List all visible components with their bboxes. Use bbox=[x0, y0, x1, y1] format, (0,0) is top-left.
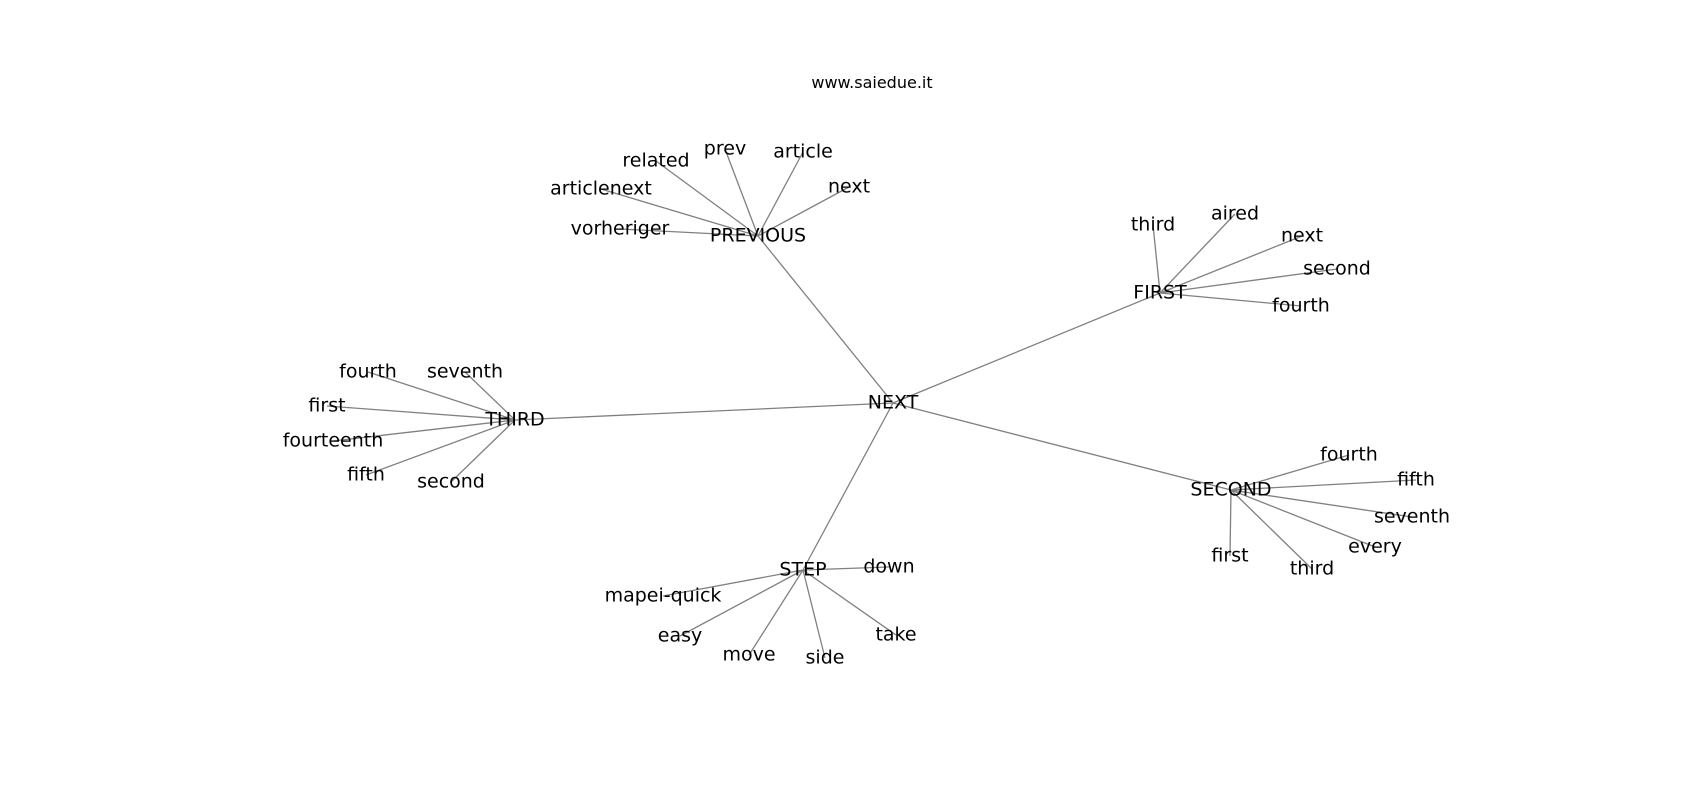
edge-previous-leaf bbox=[724, 148, 759, 237]
leaf-node-label: easy bbox=[658, 625, 702, 647]
edge-second-leaf bbox=[1229, 489, 1232, 557]
edge-third-leaf bbox=[450, 419, 516, 483]
leaf-node-label: next bbox=[828, 176, 870, 198]
edge-third-leaf bbox=[332, 419, 516, 442]
leaf-node-label: prev bbox=[704, 138, 746, 160]
edge-third-leaf bbox=[365, 419, 516, 476]
hub-node-label-step: STEP bbox=[779, 559, 826, 581]
edge-layer bbox=[326, 148, 1417, 659]
edge-third-leaf bbox=[367, 371, 516, 421]
leaf-node-label: article bbox=[773, 141, 833, 163]
edge-next-first bbox=[892, 292, 1161, 404]
edge-second-leaf bbox=[1230, 454, 1350, 491]
leaf-node-label: fifth bbox=[347, 464, 385, 486]
edge-second-leaf bbox=[1230, 479, 1417, 491]
hub-node-label-third: THIRD bbox=[484, 409, 544, 431]
edge-second-leaf bbox=[1230, 489, 1413, 518]
edge-previous-leaf bbox=[600, 188, 759, 237]
leaf-node-label: first bbox=[1211, 545, 1248, 567]
edge-next-previous bbox=[757, 235, 894, 404]
leaf-node-label: fourth bbox=[1320, 444, 1378, 466]
edge-step-leaf bbox=[802, 569, 897, 636]
leaf-node-label: fourth bbox=[1272, 295, 1330, 317]
leaf-node-label: next bbox=[1281, 225, 1323, 247]
leaf-node-label: fourth bbox=[339, 361, 397, 383]
edge-third-leaf bbox=[326, 405, 516, 421]
edge-next-second bbox=[892, 402, 1232, 491]
edge-previous-leaf bbox=[655, 160, 759, 237]
center-node-label: NEXT bbox=[868, 392, 919, 414]
leaf-node-label: aired bbox=[1211, 203, 1259, 225]
edge-first-leaf bbox=[1152, 224, 1161, 294]
edge-next-step bbox=[802, 402, 894, 571]
edge-previous-leaf bbox=[619, 228, 759, 237]
edge-second-leaf bbox=[1230, 489, 1313, 570]
hub-node-label-first: FIRST bbox=[1133, 282, 1187, 304]
leaf-node-label: second bbox=[417, 471, 485, 493]
edge-step-leaf bbox=[802, 569, 826, 659]
leaf-node-label: fifth bbox=[1397, 469, 1435, 491]
leaf-node-label: first bbox=[308, 395, 345, 417]
edge-third-leaf bbox=[464, 371, 516, 421]
edge-first-leaf bbox=[1159, 213, 1236, 294]
edge-first-leaf bbox=[1159, 268, 1338, 294]
leaf-node-label: fourteenth bbox=[283, 430, 384, 452]
leaf-node-label: seventh bbox=[1374, 506, 1450, 528]
leaf-node-label: related bbox=[622, 150, 689, 172]
edge-second-leaf bbox=[1230, 489, 1376, 548]
hub-node-label-second: SECOND bbox=[1190, 479, 1271, 501]
leaf-node-label: second bbox=[1303, 258, 1371, 280]
leaf-node-label: seventh bbox=[427, 361, 503, 383]
leaf-node-label: third bbox=[1290, 558, 1334, 580]
edge-step-leaf bbox=[662, 569, 804, 597]
edge-first-leaf bbox=[1159, 292, 1302, 307]
leaf-node-label: take bbox=[875, 624, 916, 646]
leaf-node-label: side bbox=[806, 647, 845, 669]
hub-node-label-previous: PREVIOUS bbox=[710, 225, 806, 247]
leaf-node-label: move bbox=[722, 644, 775, 666]
leaf-node-label: vorheriger bbox=[571, 218, 670, 240]
edge-previous-leaf bbox=[757, 151, 804, 237]
diagram-title: www.saiedue.it bbox=[811, 73, 932, 92]
leaf-node-label: mapei-quick bbox=[605, 585, 722, 607]
edge-previous-leaf bbox=[757, 186, 850, 237]
edge-first-leaf bbox=[1159, 235, 1303, 294]
leaf-node-label: third bbox=[1131, 214, 1175, 236]
edge-next-third bbox=[514, 402, 894, 421]
leaf-node-label: down bbox=[863, 556, 914, 578]
edge-step-leaf bbox=[679, 569, 804, 637]
edge-step-leaf bbox=[748, 569, 804, 656]
leaf-node-label: articlenext bbox=[550, 178, 652, 200]
leaf-node-label: every bbox=[1348, 536, 1402, 558]
edge-step-leaf bbox=[802, 566, 890, 571]
